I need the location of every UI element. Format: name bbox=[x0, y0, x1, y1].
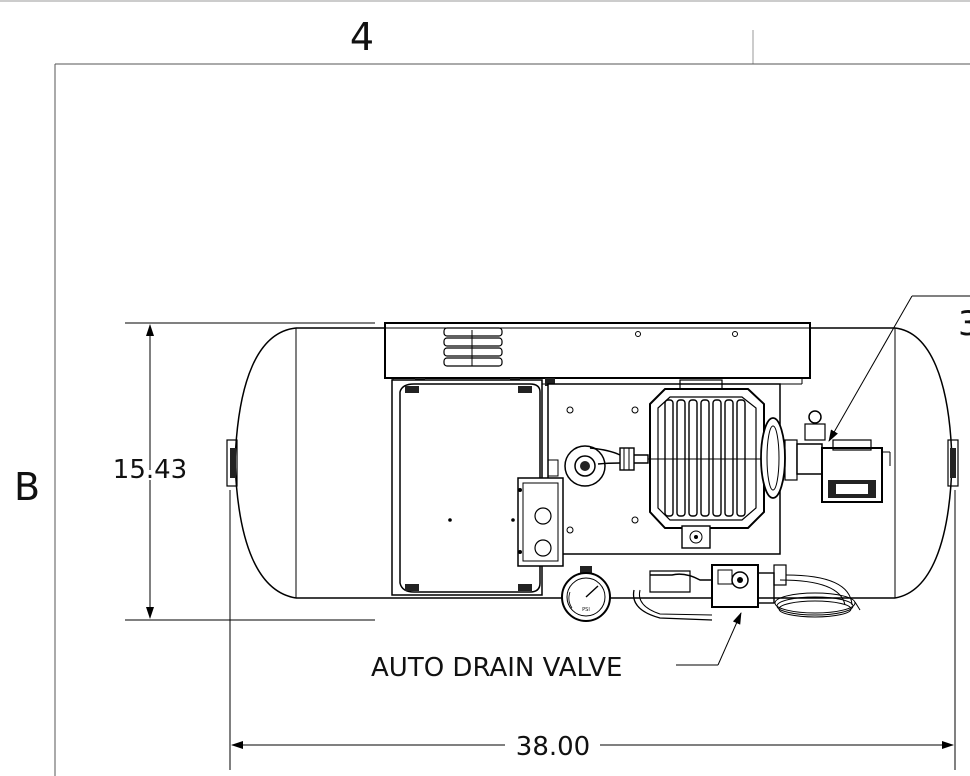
compressor-pump bbox=[648, 379, 766, 549]
cooling-fins bbox=[664, 399, 746, 517]
height-dimension-value: 15.43 bbox=[113, 455, 187, 485]
tank-right-fitting bbox=[947, 439, 959, 487]
tank-left-fitting bbox=[226, 439, 238, 487]
length-dimension: 38.00 bbox=[229, 490, 956, 770]
length-dimension-value: 38.00 bbox=[516, 732, 590, 762]
auto-drain-valve bbox=[632, 564, 861, 621]
item-callout-3: 3 bbox=[828, 295, 970, 442]
junction-box bbox=[517, 477, 564, 567]
intake-filter bbox=[796, 410, 891, 503]
auto-drain-valve-label: AUTO DRAIN VALVE bbox=[371, 653, 622, 683]
electric-motor bbox=[391, 379, 543, 596]
pressure-gauge: PSI bbox=[547, 459, 611, 622]
zone-column-label: 4 bbox=[350, 15, 374, 59]
auto-drain-valve-callout: AUTO DRAIN VALVE bbox=[371, 612, 742, 683]
height-dimension: 15.43 bbox=[113, 322, 375, 621]
belt-guard bbox=[384, 322, 811, 386]
gauge-marking: PSI bbox=[582, 607, 590, 613]
flywheel bbox=[760, 417, 798, 499]
vent-slots bbox=[443, 327, 503, 367]
drain-coil-tubing bbox=[774, 574, 861, 618]
discharge-fitting bbox=[564, 445, 649, 487]
item-callout-number: 3 bbox=[958, 304, 970, 344]
zone-row-label: B bbox=[14, 465, 40, 509]
